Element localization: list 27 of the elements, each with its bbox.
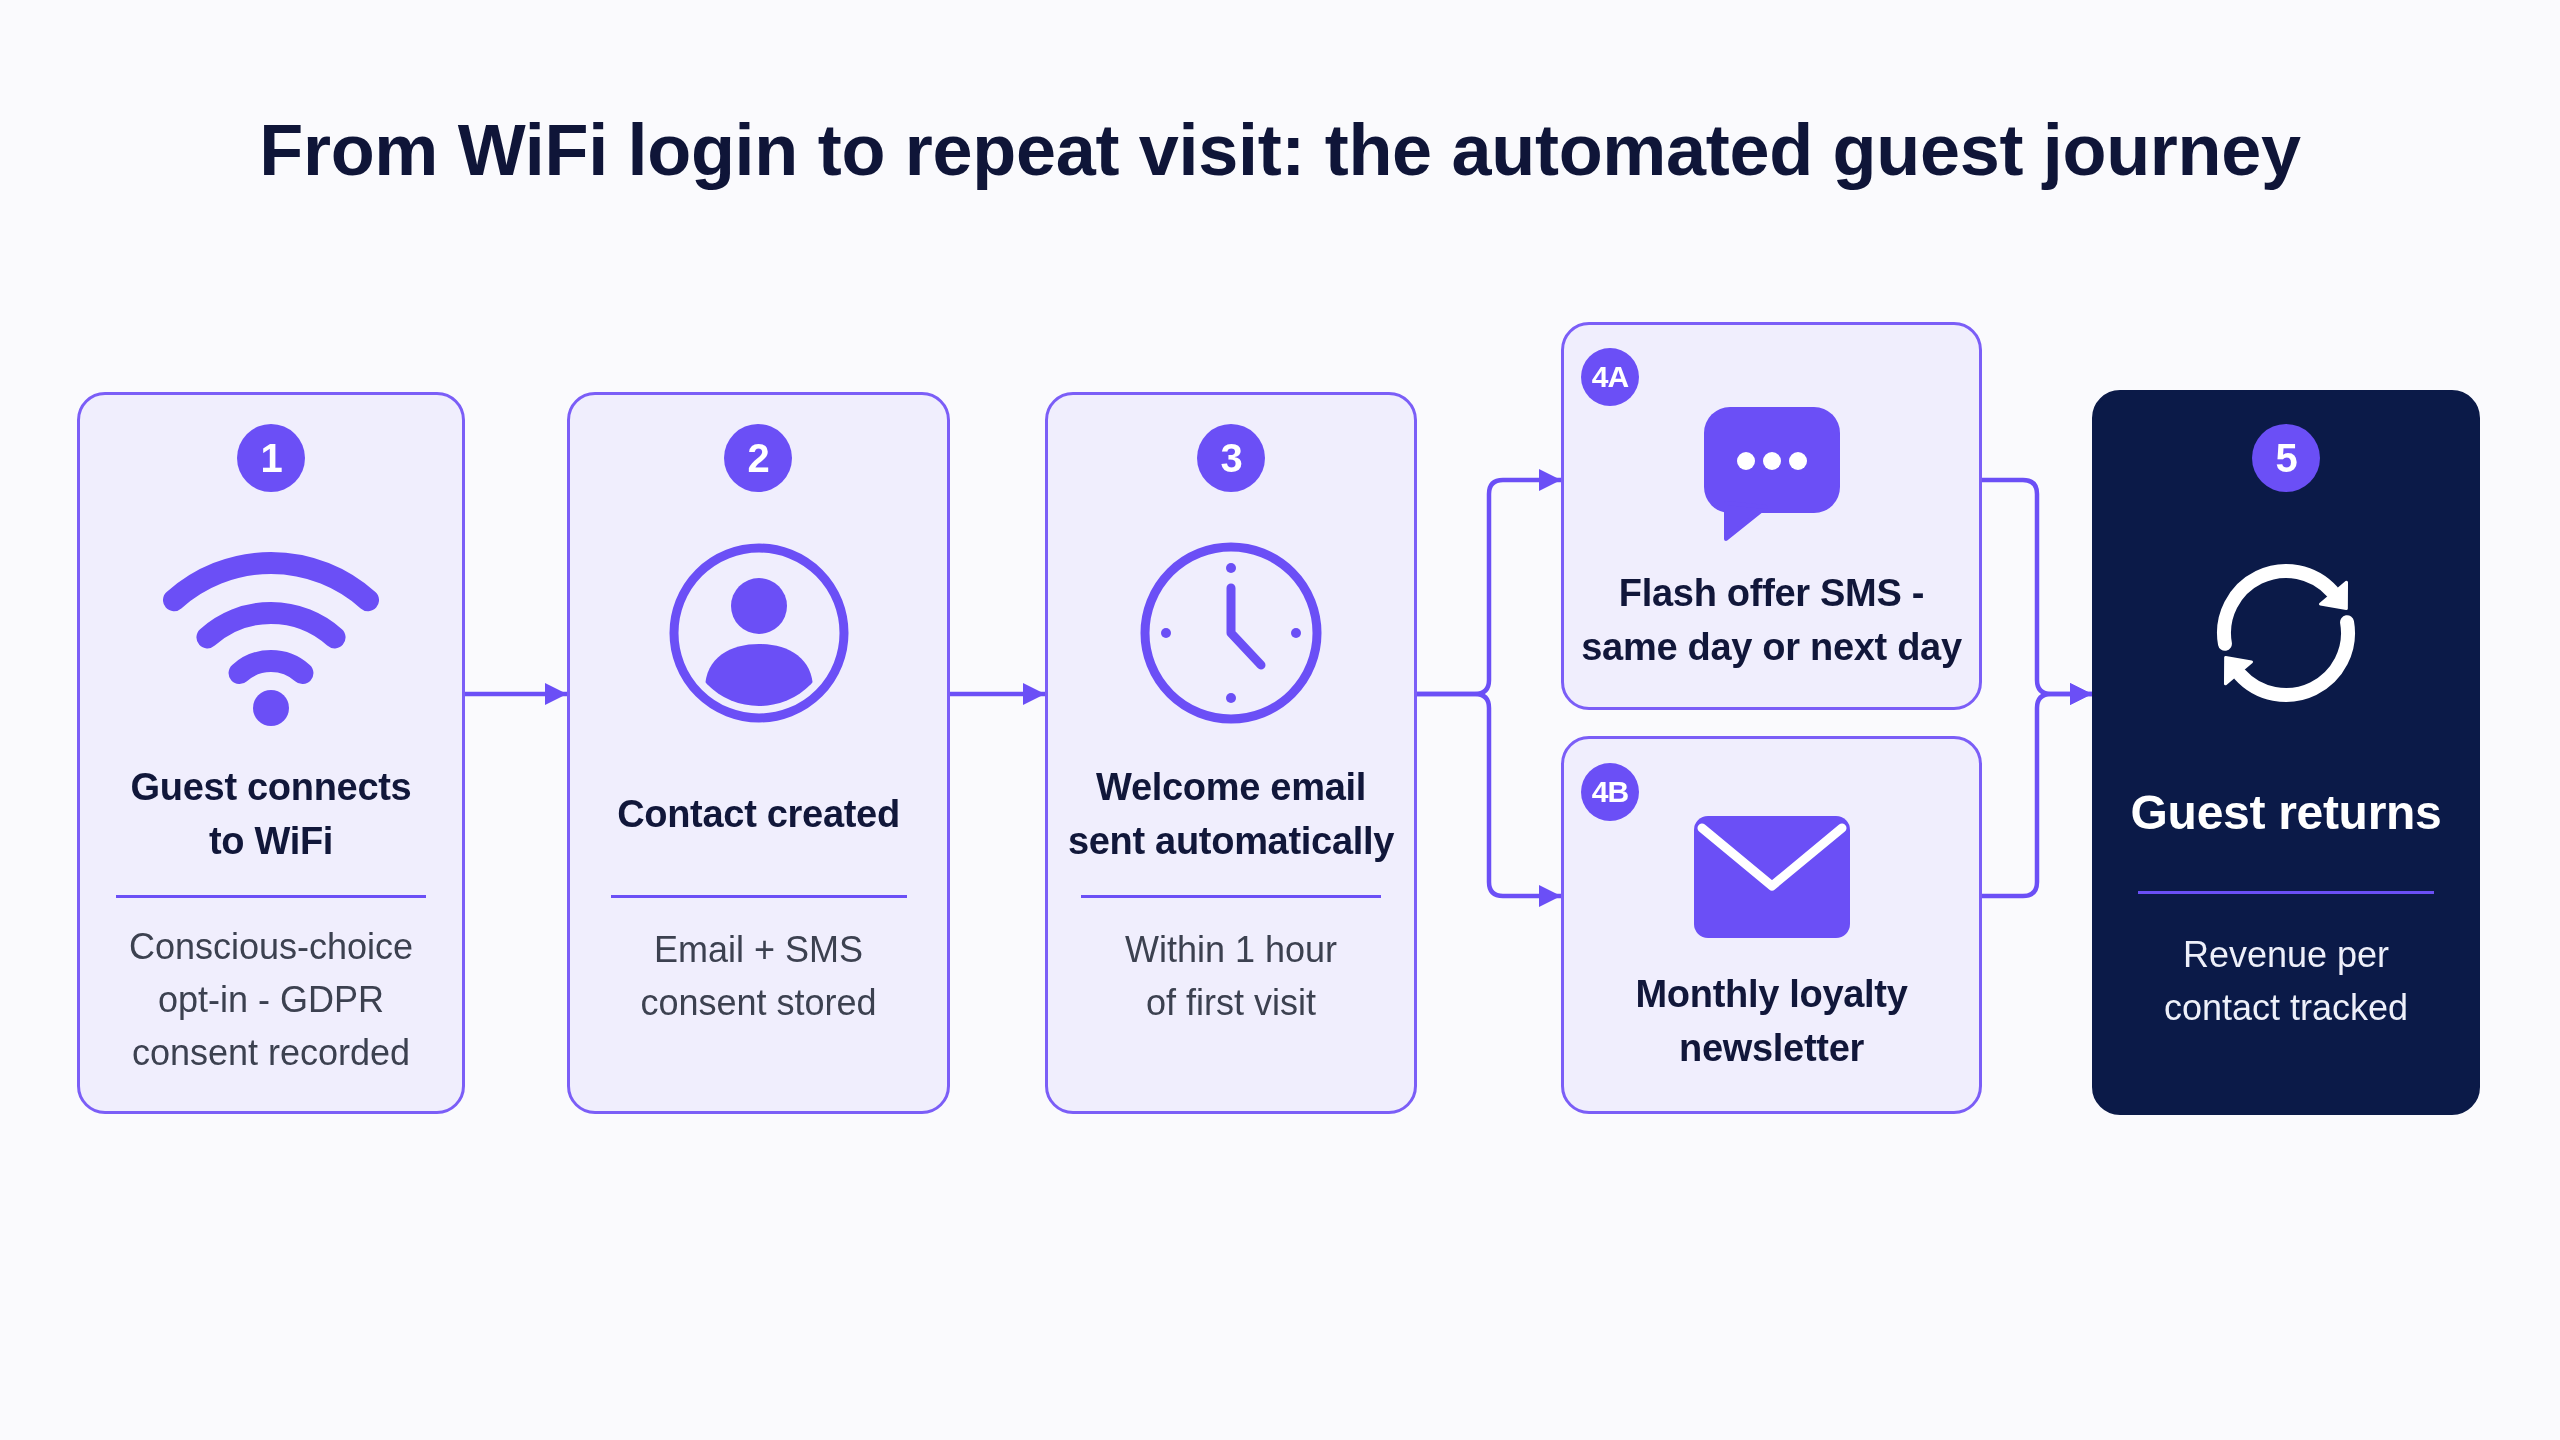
connector-arrow bbox=[950, 683, 1045, 705]
diagram-title: From WiFi login to repeat visit: the automated guest journey bbox=[259, 109, 2301, 192]
number-badge: 2 bbox=[724, 424, 792, 492]
step-description: Conscious-choice opt-in - GDPR consent recorded bbox=[127, 925, 415, 1075]
step-description: Email + SMS consent stored bbox=[639, 928, 878, 1025]
step-card bbox=[77, 392, 465, 1114]
number-badge: 1 bbox=[237, 424, 305, 492]
step-description: Revenue per contact tracked bbox=[2162, 933, 2410, 1030]
step-card bbox=[1561, 736, 1982, 1114]
connector-arrow bbox=[465, 683, 567, 705]
connector-arrow bbox=[1982, 683, 2092, 899]
step-card bbox=[1561, 322, 1982, 710]
number-badge: 4A bbox=[1581, 348, 1639, 406]
step-title: Flash offer SMS - same day or next day bbox=[1580, 571, 1963, 670]
step-title: Monthly loyalty newsletter bbox=[1634, 972, 1909, 1071]
number-badge: 5 bbox=[2252, 424, 2320, 492]
step-title: Contact created bbox=[617, 792, 900, 837]
step-description: Within 1 hour of first visit bbox=[1123, 928, 1339, 1025]
number-badge: 3 bbox=[1197, 424, 1265, 492]
step-title: Guest connects to WiFi bbox=[129, 765, 413, 864]
step-card bbox=[2092, 390, 2480, 1115]
step-card bbox=[567, 392, 950, 1114]
connector-arrow bbox=[1417, 691, 1561, 907]
step-card bbox=[1045, 392, 1417, 1114]
number-badge: 4B bbox=[1581, 763, 1639, 821]
step-title: Welcome email sent automatically bbox=[1066, 765, 1396, 864]
step-title: Guest returns bbox=[2130, 786, 2442, 840]
